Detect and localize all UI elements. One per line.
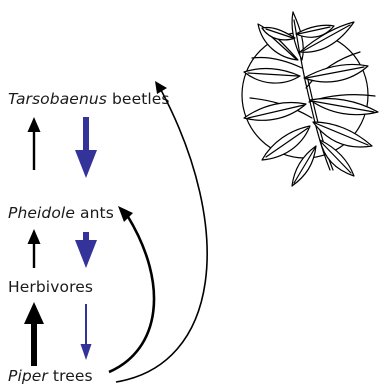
piper-plant-icon — [0, 0, 389, 388]
trophic-cascade-diagram: Tarsobaenus beetles Pheidole ants Herbiv… — [0, 0, 389, 388]
